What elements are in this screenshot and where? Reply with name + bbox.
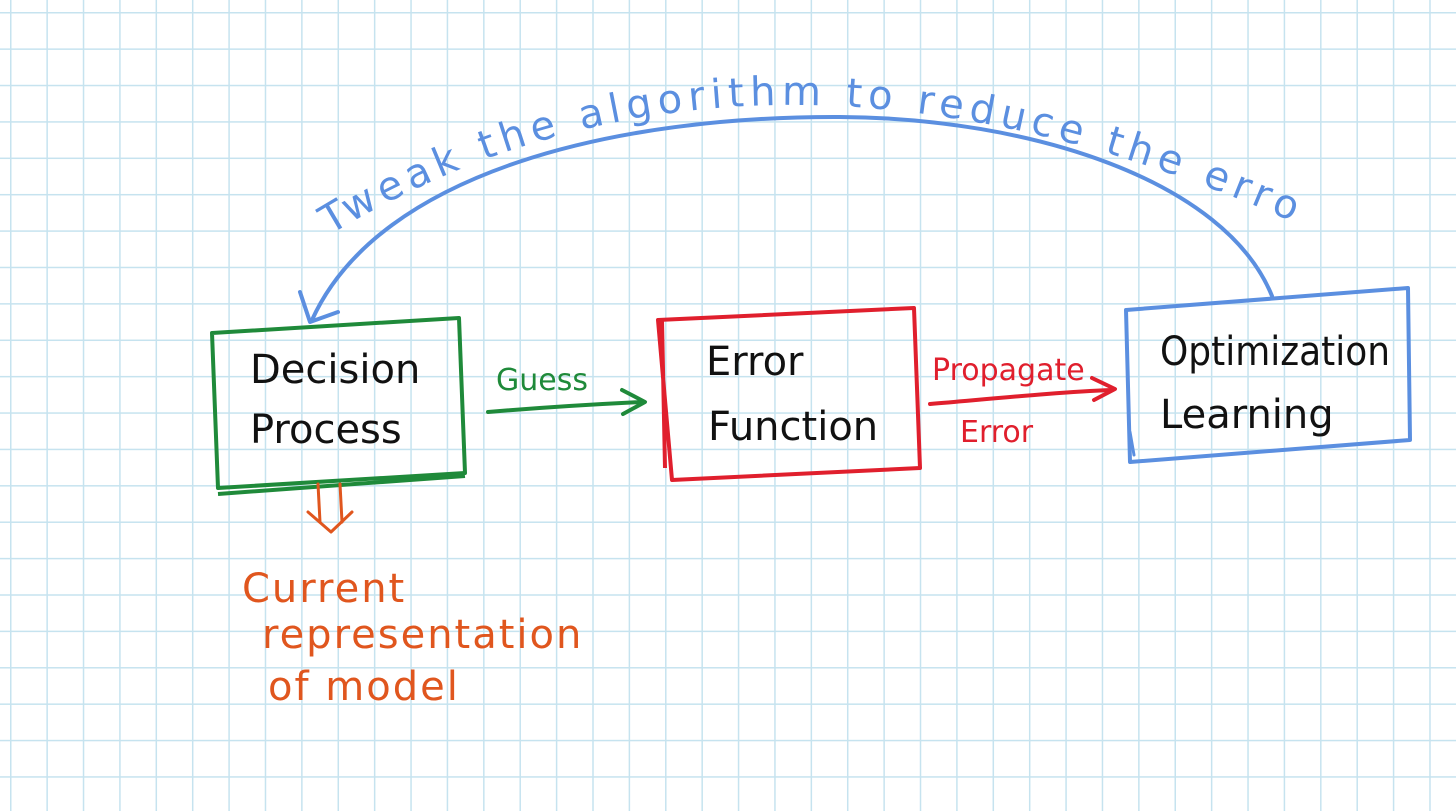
guess-arrow (486, 388, 647, 416)
decision-process-label-line2: Process (250, 407, 402, 453)
propagate-error-arrow (928, 376, 1117, 406)
error-function-label-line2: Function (708, 404, 878, 450)
note-line2: representation (262, 612, 583, 658)
feedback-arrow (298, 114, 1274, 324)
guess-label: Guess (496, 363, 588, 398)
error-function-node: Error Function (656, 306, 922, 482)
down-double-arrow (306, 482, 354, 534)
propagate-label: Propagate (932, 353, 1085, 388)
feedback-label: Tweak the algorithm to reduce the error (0, 0, 1312, 244)
note-line1: Current (242, 566, 406, 612)
decision-process-node: Decision Process (210, 316, 467, 496)
optimization-label-line1: Optimization (1160, 329, 1390, 375)
error-function-label-line1: Error (706, 339, 804, 385)
optimization-label-line2: Learning (1160, 392, 1334, 438)
decision-process-label-line1: Decision (250, 347, 420, 393)
optimization-learning-node: Optimization Learning (1124, 286, 1412, 464)
propagate-error-label: Error (960, 415, 1034, 450)
note-line3: of model (268, 664, 460, 710)
